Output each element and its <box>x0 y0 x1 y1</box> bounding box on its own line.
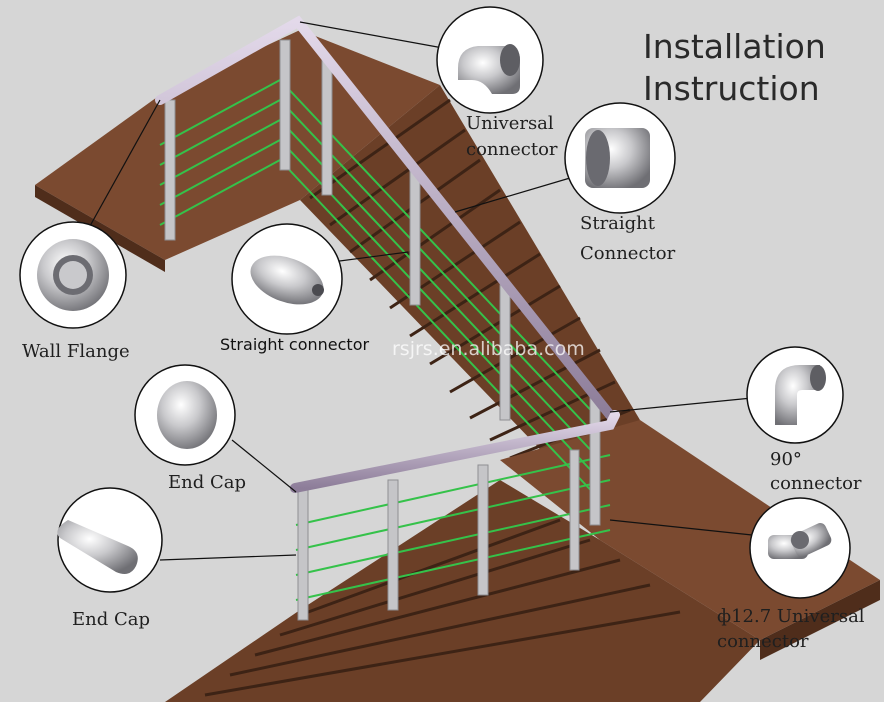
label-straight-connector-2: Connector <box>580 243 676 264</box>
part-end-cap-lower <box>57 487 163 593</box>
part-universal-connector <box>436 6 544 114</box>
label-phi-universal-2: connector <box>717 631 809 652</box>
label-wall-flange: Wall Flange <box>22 341 130 362</box>
lower-flight <box>165 480 760 702</box>
railing <box>155 15 620 621</box>
title-line-1: Installation <box>643 27 826 66</box>
label-straight-connector-1: Straight <box>580 213 656 234</box>
elbow-connector-icon <box>775 365 820 425</box>
label-90-connector-2: connector <box>770 473 862 494</box>
upper-landing <box>35 30 440 260</box>
straight-connector-mid-icon <box>250 255 324 305</box>
handrails <box>155 15 620 493</box>
label-phi-universal-1: ф12.7 Universal <box>717 606 865 627</box>
label-end-cap-lower: End Cap <box>72 609 151 630</box>
label-universal-connector-1: Universal <box>466 113 554 134</box>
label-90-connector-1: 90° <box>770 449 802 470</box>
part-end-cap-upper <box>134 364 236 466</box>
part-straight-connector <box>564 102 676 214</box>
callout-lines <box>84 21 753 561</box>
lower-flight-steps <box>204 518 681 697</box>
middle-landing-side <box>760 580 880 660</box>
end-cap-icon <box>157 381 217 449</box>
part-90-connector <box>746 346 844 444</box>
watermark: rsjrs.en.alibaba.com <box>392 338 585 360</box>
part-phi-universal-connector <box>749 497 851 599</box>
upper-landing-side <box>35 185 165 272</box>
title-line-2: Instruction <box>643 69 820 108</box>
lower-cables <box>295 454 611 601</box>
label-end-cap-upper: End Cap <box>168 472 247 493</box>
staircase <box>35 30 880 702</box>
label-straight-connector-mid: Straight connector <box>220 335 370 354</box>
label-universal-connector-2: connector <box>466 139 558 160</box>
part-straight-connector-mid <box>231 223 343 335</box>
part-wall-flange <box>19 221 127 329</box>
end-cap-lower-icon <box>57 520 138 574</box>
